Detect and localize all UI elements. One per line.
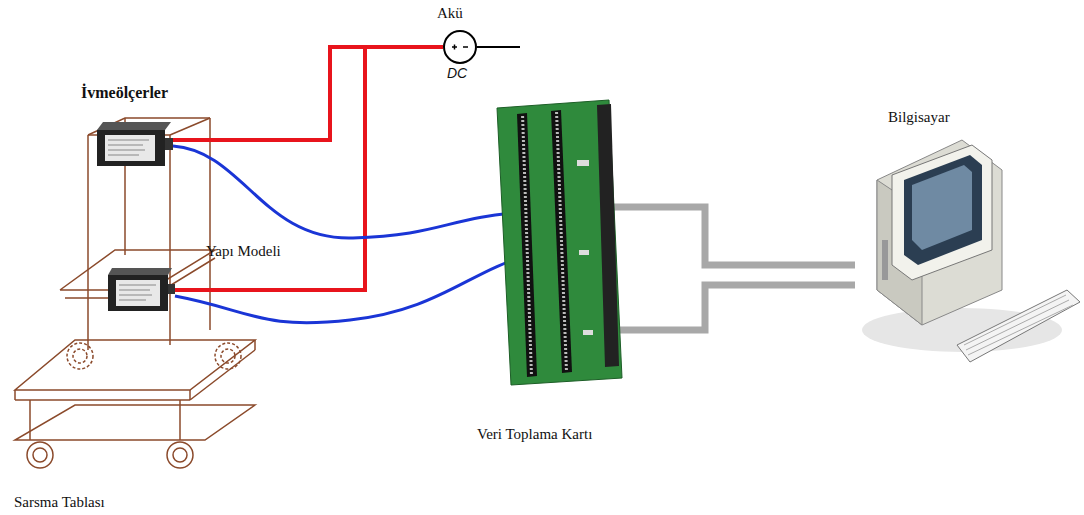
part-label: Yapı Modeli bbox=[206, 242, 281, 260]
battery-symbol: AküDC bbox=[443, 30, 477, 64]
battery-lead bbox=[477, 46, 520, 48]
accelerometer bbox=[108, 268, 175, 311]
node-label: Bilgisayar bbox=[888, 108, 950, 126]
wire bbox=[173, 146, 527, 238]
daq-board: Veri Toplama Kartı bbox=[497, 100, 622, 385]
data-cable bbox=[610, 285, 855, 330]
computer: Bilgisayar bbox=[852, 140, 1022, 340]
battery-symbol-art bbox=[443, 30, 477, 64]
node-label: DC bbox=[447, 64, 467, 82]
accelerometer: İvmeölçerler bbox=[97, 122, 173, 166]
wire bbox=[173, 47, 443, 140]
part-label: Sarsma Tablası bbox=[14, 493, 105, 511]
power-wire bbox=[175, 47, 365, 290]
building-frame bbox=[15, 118, 255, 468]
node-label: İvmeölçerler bbox=[81, 84, 168, 102]
node-label: Akü bbox=[437, 4, 463, 22]
daq-board-art bbox=[497, 100, 622, 385]
wire bbox=[610, 207, 855, 265]
signal-wire bbox=[175, 255, 530, 323]
accelerometer-art bbox=[97, 122, 173, 166]
node-label: Veri Toplama Kartı bbox=[477, 425, 592, 443]
computer-art bbox=[852, 140, 1022, 340]
